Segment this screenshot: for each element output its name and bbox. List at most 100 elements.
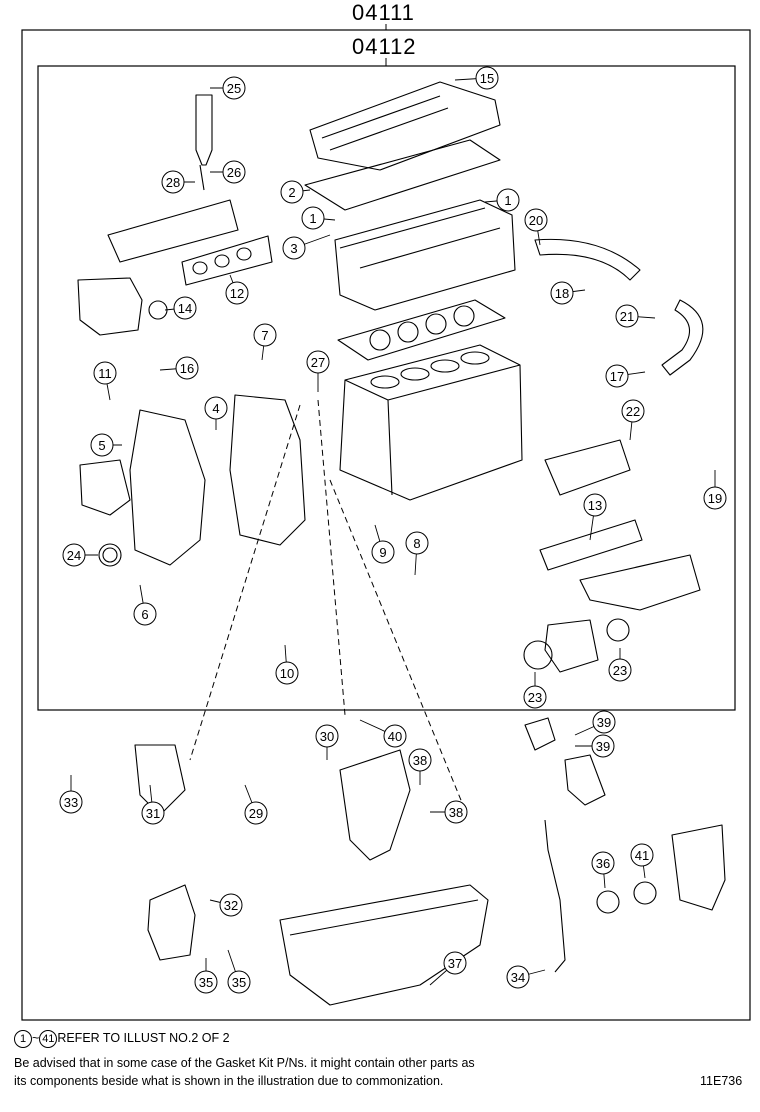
callout-31: 31	[141, 784, 165, 825]
callout-21: 21	[615, 304, 656, 328]
callout-13: 13	[583, 493, 607, 541]
callout-bubble	[204, 396, 228, 420]
callout-19: 19	[703, 470, 727, 510]
exhaust-manifold-upper	[107, 199, 239, 263]
callout-40: 40	[359, 719, 407, 748]
oil-strainer	[339, 749, 411, 861]
callout-1: 1	[301, 206, 336, 230]
callout-bubble	[219, 893, 243, 917]
callout-bubble	[550, 281, 574, 305]
callout-23: 23	[608, 648, 632, 682]
callout-bubble	[194, 970, 218, 994]
callout-20: 20	[524, 208, 548, 246]
callout-bubble	[133, 602, 157, 626]
rear-oil-seal-retainer	[671, 824, 726, 911]
callout-bubble	[244, 801, 268, 825]
callout-23: 23	[523, 672, 547, 709]
callout-number: 37	[448, 956, 462, 971]
callout-number: 35	[199, 975, 213, 990]
dashed-leaders	[189, 399, 466, 811]
callout-bubble	[506, 965, 530, 989]
callout-bubble	[630, 843, 654, 867]
fuel-injector	[195, 94, 213, 191]
cylinder-block	[339, 344, 523, 501]
callout-number: 40	[388, 729, 402, 744]
callout-bubble	[591, 734, 615, 758]
callout-number: 8	[413, 536, 420, 551]
callout-39: 39	[574, 710, 616, 736]
callout-number: 23	[613, 663, 627, 678]
callout-18: 18	[550, 281, 586, 305]
callout-number: 23	[528, 690, 542, 705]
callout-16: 16	[159, 356, 199, 380]
callout-25: 25	[210, 76, 246, 100]
callout-4: 4	[204, 396, 228, 430]
callout-29: 29	[244, 784, 268, 825]
refer-range-sep: ~	[32, 1031, 40, 1045]
callout-bubble	[280, 180, 304, 204]
callout-26: 26	[210, 160, 246, 184]
callout-bubble	[222, 160, 246, 184]
callout-41: 41	[630, 843, 654, 879]
callout-number: 33	[64, 795, 78, 810]
callout-8: 8	[405, 531, 429, 576]
callout-number: 24	[67, 548, 81, 563]
callout-number: 11	[98, 366, 112, 381]
callout-number: 17	[610, 369, 624, 384]
callout-2: 2	[280, 180, 311, 204]
callout-39: 39	[575, 734, 615, 758]
outer-kit-code: 04111	[352, 0, 415, 25]
throttle-body	[544, 619, 599, 673]
cylinder-head-gasket	[337, 299, 506, 361]
callout-bubble	[173, 296, 197, 320]
oil-filter-bracket	[564, 754, 606, 806]
callout-bubble	[592, 710, 616, 734]
callout-28: 28	[161, 170, 195, 194]
callout-number: 14	[178, 301, 192, 316]
illustration-id: 11E736	[700, 1074, 743, 1088]
cylinder-head-cover	[309, 81, 501, 171]
callout-6: 6	[133, 584, 157, 626]
callout-bubble	[605, 364, 629, 388]
callout-24: 24	[62, 543, 98, 567]
callout-bubble	[141, 801, 165, 825]
egr-pipe-lower	[661, 299, 704, 376]
callout-number: 41	[635, 848, 649, 863]
callout-number: 21	[620, 309, 634, 324]
callout-bubble	[62, 543, 86, 567]
intake-manifold-gasket	[539, 519, 643, 571]
callout-number: 7	[261, 328, 268, 343]
callout-34: 34	[506, 965, 546, 989]
callout-number: 31	[146, 806, 160, 821]
callout-number: 27	[311, 355, 325, 370]
callout-bubble	[161, 170, 185, 194]
callout-number: 1	[504, 193, 511, 208]
callout-bubble	[225, 281, 249, 305]
callout-number: 38	[449, 805, 463, 820]
callout-number: 9	[379, 545, 386, 560]
callout-36: 36	[591, 851, 615, 889]
callout-bubble	[306, 350, 330, 374]
refer-range-end: 41	[39, 1030, 58, 1048]
parts-artwork	[77, 81, 726, 1006]
callout-bubble	[301, 206, 325, 230]
callout-number: 39	[596, 739, 610, 754]
callout-bubble	[383, 724, 407, 748]
callout-number: 26	[227, 165, 241, 180]
callout-3: 3	[282, 234, 331, 260]
callout-number: 32	[224, 898, 238, 913]
inner-kit-code: 04112	[352, 34, 417, 59]
callout-27: 27	[306, 350, 330, 392]
callout-1: 1	[484, 188, 520, 212]
outer-kit-frame	[21, 29, 751, 1021]
timing-chain-case	[229, 394, 306, 546]
callout-35: 35	[194, 958, 218, 994]
callout-33: 33	[59, 775, 83, 814]
callout-number: 36	[596, 856, 610, 871]
callout-number: 25	[227, 81, 241, 96]
callout-number: 6	[141, 607, 148, 622]
refer-range-start: 1	[14, 1030, 32, 1048]
head-cover-gasket	[304, 139, 501, 211]
callout-bubble	[90, 433, 114, 457]
